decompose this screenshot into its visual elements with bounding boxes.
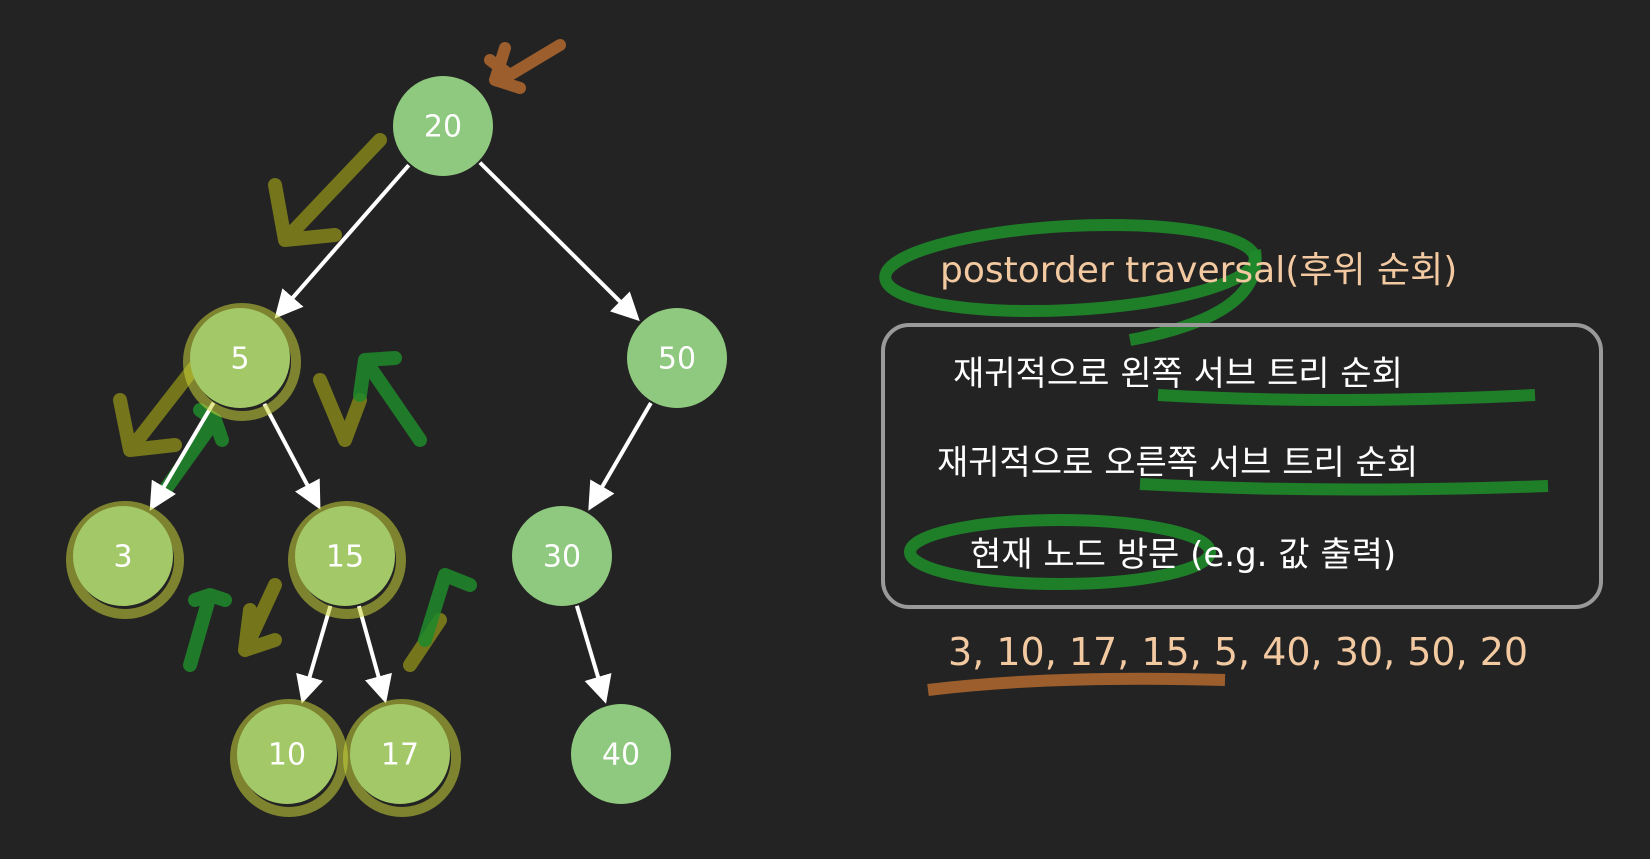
tree-node-17: 17	[350, 704, 450, 804]
visited-ring-3	[66, 501, 184, 619]
edge-20-to-50	[478, 161, 640, 322]
edge-30-to-40	[574, 605, 612, 704]
tree-edges	[149, 161, 653, 704]
node-label: 50	[658, 342, 696, 377]
node-label: 17	[381, 738, 419, 773]
node-circle	[512, 506, 612, 606]
node-label: 3	[113, 540, 132, 575]
node-circle	[237, 704, 337, 804]
visited-ring-5	[183, 303, 301, 421]
steps-box	[881, 323, 1603, 609]
panel-title: postorder traversal(후위 순회)	[940, 250, 1457, 291]
edge-5-to-15	[262, 403, 321, 510]
node-circle	[295, 506, 395, 606]
edge-5-to-3	[149, 401, 216, 511]
node-circle	[393, 76, 493, 176]
step-2-text: 재귀적으로 오른쪽 서브 트리 순회	[937, 443, 1418, 483]
edge-15-to-10	[296, 605, 333, 704]
node-circle	[73, 506, 173, 606]
traversal-result: 3, 10, 17, 15, 5, 40, 30, 50, 20	[948, 630, 1528, 674]
node-label: 10	[268, 738, 306, 773]
node-label: 30	[543, 540, 581, 575]
node-circle	[350, 704, 450, 804]
step-1-underline	[1157, 389, 1536, 406]
node-label: 5	[230, 342, 249, 377]
edge-15-to-17	[356, 605, 392, 704]
tree-node-40: 40	[571, 704, 671, 804]
title-highlight-tail	[1128, 249, 1262, 346]
visited-ring-17	[343, 699, 461, 817]
node-label: 15	[326, 540, 364, 575]
tree-node-50: 50	[627, 308, 727, 408]
result-underline	[927, 672, 1226, 696]
tree-node-30: 30	[512, 506, 612, 606]
step-1-text: 재귀적으로 왼쪽 서브 트리 순회	[953, 354, 1403, 394]
node-circle	[627, 308, 727, 408]
node-circle	[190, 308, 290, 408]
step-2-underline	[1139, 478, 1549, 496]
node-circle	[571, 704, 671, 804]
step-3-highlight-ellipse	[904, 514, 1216, 590]
edge-50-to-30	[588, 401, 653, 511]
ascend-annotation-2	[353, 351, 427, 447]
node-label: 20	[424, 110, 462, 145]
traversal-panel: postorder traversal(후위 순회) 재귀적으로 왼쪽 서브 트…	[879, 218, 1603, 696]
start-arrow-annotation	[484, 39, 566, 94]
tree-node-5: 5	[190, 308, 290, 408]
ascend-annotation-3	[183, 588, 232, 672]
step-3-text: 현재 노드 방문 (e.g. 값 출력)	[970, 535, 1396, 575]
node-label: 40	[602, 738, 640, 773]
edge-20-to-5	[274, 163, 411, 319]
visited-highlights	[66, 303, 461, 817]
tree-node-10: 10	[237, 704, 337, 804]
tree-node-15: 15	[295, 506, 395, 606]
tree-node-3: 3	[73, 506, 173, 606]
descend-left-annotation-1	[268, 133, 387, 247]
descend-right-annotation	[313, 373, 367, 447]
tree-nodes: 20 5 50 3 15 30 10 17 40	[73, 76, 727, 804]
visited-ring-15	[288, 501, 406, 619]
tree-node-20: 20	[393, 76, 493, 176]
descend-annotation-10	[238, 578, 282, 657]
ascend-annotation-4	[418, 568, 477, 647]
